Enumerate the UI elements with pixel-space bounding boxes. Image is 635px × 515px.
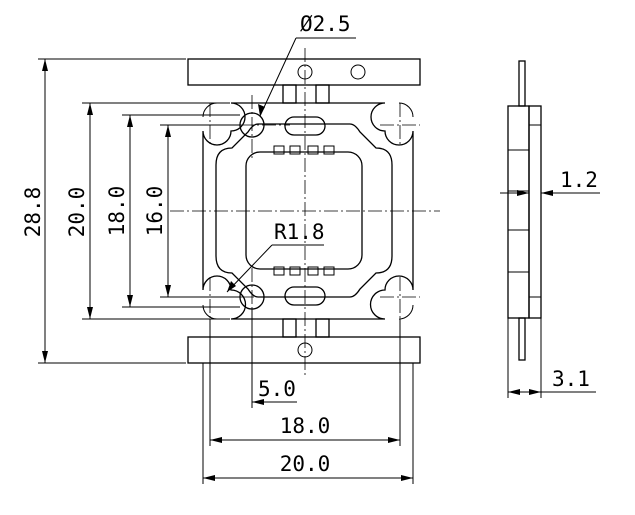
dim-body-height-text: 20.0 — [65, 187, 89, 238]
dim-body-width: 20.0 — [202, 363, 414, 484]
inner-body-outline — [215, 123, 393, 298]
dim-body-height: 20.0 — [65, 102, 230, 320]
dim-hole-diameter: Ø2.5 — [258, 12, 356, 117]
dim-overall-height-text: 28.8 — [21, 187, 45, 238]
dim-total-thickness: 3.1 — [507, 318, 596, 398]
side-view — [507, 60, 542, 361]
dim-inner-height-text: 16.0 — [143, 186, 167, 237]
dim-hole-diameter-text: Ø2.5 — [300, 12, 351, 36]
dim-substrate-thickness: 1.2 — [500, 168, 600, 196]
front-view — [170, 48, 440, 375]
top-electrode-tab — [187, 58, 421, 86]
substrate-outline — [202, 102, 414, 320]
dim-hole-offset-text: 5.0 — [258, 377, 296, 401]
dim-overall-height: 28.8 — [21, 58, 186, 364]
dim-corner-radius: R1.8 — [226, 220, 325, 293]
side-lead-top — [518, 60, 526, 107]
dim-hole-offset: 5.0 — [251, 309, 297, 408]
dim-hole-pitch-vertical-text: 18.0 — [105, 186, 129, 237]
bottom-electrode-tab — [187, 336, 421, 364]
side-substrate — [507, 105, 530, 319]
dim-hole-pitch-horizontal: 18.0 — [209, 319, 401, 446]
dim-corner-radius-text: R1.8 — [274, 220, 325, 244]
die-pads — [273, 145, 335, 276]
dim-hole-pitch-horizontal-text: 18.0 — [280, 414, 331, 438]
bottom-lead-pins — [282, 318, 330, 338]
side-lead-bottom — [518, 317, 526, 361]
side-body — [528, 105, 542, 319]
dim-total-thickness-text: 3.1 — [552, 367, 590, 391]
top-tab-hole-right — [350, 64, 366, 80]
dim-substrate-thickness-text: 1.2 — [560, 168, 598, 192]
top-lead-pins — [282, 84, 330, 104]
dim-body-width-text: 20.0 — [280, 452, 331, 476]
dim-hole-pitch-vertical: 18.0 — [105, 114, 240, 308]
dim-inner-height: 16.0 — [143, 124, 240, 298]
die-window — [245, 151, 363, 270]
